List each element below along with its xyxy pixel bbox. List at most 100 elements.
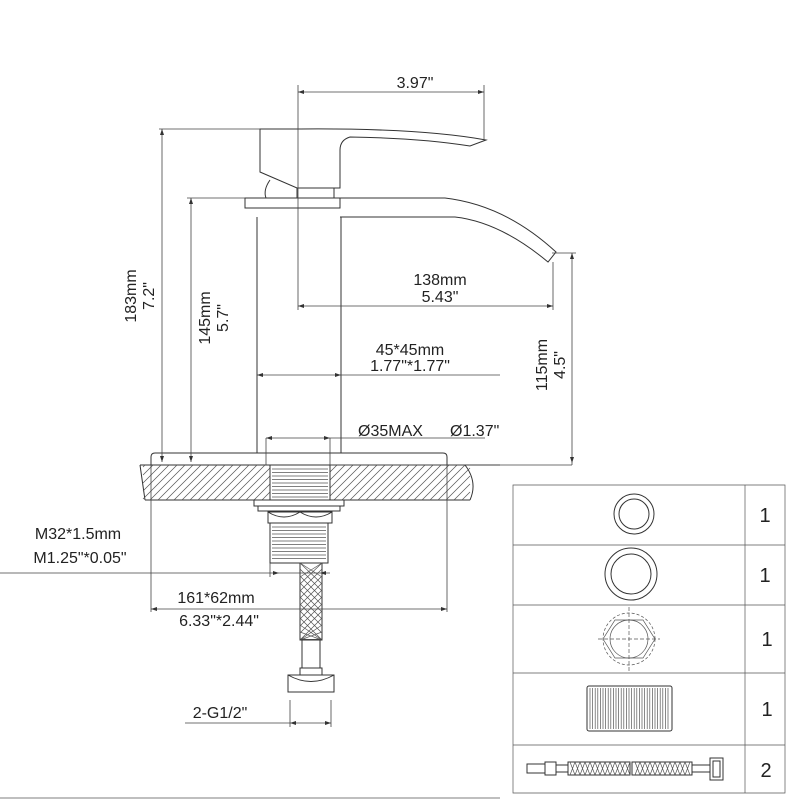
hatch-line	[329, 464, 362, 497]
hatch-line	[329, 464, 338, 473]
braid-line	[664, 761, 671, 776]
qty-washer-thin: 1	[759, 505, 770, 527]
dimension-arrows	[151, 90, 574, 725]
hose-fitting	[287, 639, 335, 693]
braid-line	[299, 562, 323, 585]
braid-line	[299, 631, 323, 641]
braid-line	[584, 761, 591, 776]
hatch-line	[357, 464, 394, 501]
body-size-in-label: 1.77"*1.77"	[370, 358, 450, 375]
braid-line	[679, 761, 686, 776]
braid-line	[589, 761, 596, 776]
hatch-line	[237, 467, 271, 501]
hatch-line	[205, 464, 242, 501]
braid-line	[684, 761, 691, 776]
qty-hex-nut: 1	[761, 629, 772, 651]
braid-line	[599, 761, 606, 776]
faucet	[150, 128, 557, 465]
hatch-line	[181, 464, 218, 501]
hatch-line	[165, 464, 202, 501]
qty-washer-thick: 1	[759, 565, 770, 587]
spout	[244, 197, 557, 263]
braid-line	[299, 617, 323, 641]
arrowhead	[266, 436, 272, 440]
countertop	[139, 464, 500, 501]
hatch-line	[157, 464, 194, 501]
braid-line	[674, 761, 681, 776]
hatch-line	[149, 464, 186, 501]
arrowhead	[298, 304, 304, 308]
hole-mm-label: Ø35MAX	[358, 423, 423, 440]
hatch-line	[429, 464, 466, 501]
braid-line	[299, 603, 323, 627]
body	[256, 217, 342, 453]
arrowhead	[547, 304, 553, 308]
hatch-line	[142, 464, 146, 468]
hatch-line	[142, 464, 162, 484]
arrowhead	[189, 198, 193, 204]
mounting-hardware	[253, 464, 345, 693]
hatch-line	[253, 483, 271, 501]
arrowhead	[478, 90, 484, 94]
arrowhead	[298, 90, 304, 94]
qty-threaded-rod: 1	[761, 699, 772, 721]
countertop-hatching	[142, 464, 471, 501]
thread-in-label: M1.25"*0.05"	[33, 550, 126, 567]
part-washer-thin	[613, 493, 655, 535]
qty-supply-hose: 2	[760, 760, 771, 782]
braid-line	[299, 589, 323, 613]
arrowhead	[570, 457, 574, 463]
braid-line	[644, 761, 651, 776]
hatch-line	[329, 464, 354, 489]
shank	[269, 464, 331, 501]
arrowhead	[273, 571, 279, 575]
braid-line	[594, 761, 601, 776]
braid-line	[624, 761, 631, 776]
hatch-line	[413, 464, 450, 501]
hex-nut-icon	[598, 607, 660, 671]
hatch-line	[333, 464, 370, 501]
part-washer-thick	[604, 547, 658, 601]
arrowhead	[325, 721, 331, 725]
arrowhead	[570, 253, 574, 259]
washer-thin-inner	[618, 498, 650, 530]
hatch-line	[329, 464, 346, 481]
braid-line	[639, 761, 646, 776]
base-plate	[150, 452, 448, 465]
braid-line	[614, 761, 621, 776]
collar	[264, 179, 335, 199]
braid-line	[299, 624, 323, 641]
braid-line	[609, 761, 616, 776]
handle	[259, 128, 488, 189]
arrowhead	[151, 607, 157, 611]
hatch-line	[397, 464, 434, 501]
outlet-height-in-label: 4.5"	[552, 351, 569, 379]
braid-line	[669, 761, 676, 776]
braid-line	[299, 582, 323, 606]
washer-thin-icon	[613, 493, 655, 535]
hatch-line	[173, 464, 210, 501]
braid-line	[569, 761, 576, 776]
hatch-line	[142, 464, 170, 492]
braid-line	[619, 761, 626, 776]
hatch-line	[421, 464, 458, 501]
supply-hose-icon	[526, 757, 724, 781]
arrowhead	[441, 607, 447, 611]
arrowhead	[320, 571, 326, 575]
hatch-line	[365, 464, 402, 501]
hatch-line	[405, 464, 442, 501]
total-height-mm-label: 183mm	[123, 269, 140, 322]
arrowhead	[290, 721, 296, 725]
handle-reach-label: 3.97"	[397, 75, 434, 92]
arrowhead	[160, 129, 164, 135]
washer-lower	[257, 505, 341, 512]
braid-line	[574, 761, 581, 776]
parts-table: 1 1 1 1 2	[512, 484, 786, 794]
hatch-line	[213, 464, 250, 501]
hatch-line	[229, 464, 266, 501]
body-size-mm-label: 45*45mm	[376, 342, 444, 359]
hatch-line	[389, 464, 426, 501]
braid-line	[579, 761, 586, 776]
